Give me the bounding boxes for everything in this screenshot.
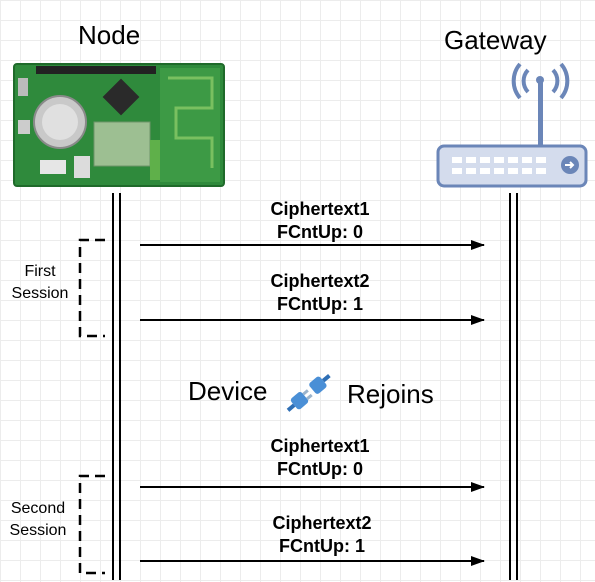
- message-1-fcnt: FCntUp: 0: [277, 222, 363, 242]
- plug-connector-icon: [286, 374, 331, 412]
- message-label-3: Ciphertext1 FCntUp: 0: [220, 435, 420, 481]
- second-session-bracket: [78, 474, 105, 575]
- second-session-label-line1: Second: [10, 500, 66, 517]
- message-label-4: Ciphertext2 FCntUp: 1: [222, 512, 422, 558]
- message-3-fcnt: FCntUp: 0: [277, 459, 363, 479]
- event-device-text: Device: [188, 376, 268, 406]
- message-4-ciphertext: Ciphertext2: [272, 513, 372, 533]
- event-rejoins-text: Rejoins: [347, 379, 434, 409]
- gateway-title: Gateway: [444, 25, 547, 55]
- message-1-ciphertext: Ciphertext1: [270, 199, 370, 219]
- message-label-1: Ciphertext1 FCntUp: 0: [220, 198, 420, 244]
- message-3-ciphertext: Ciphertext1: [270, 436, 370, 456]
- first-session-label-line1: First: [24, 263, 56, 280]
- node-title: Node: [78, 20, 141, 50]
- second-session-label-line2: Session: [9, 522, 67, 539]
- gateway-lifeline: [509, 193, 518, 580]
- node-board-icon: [13, 63, 225, 187]
- gateway-router-icon: [436, 62, 588, 188]
- first-session-label: First Session: [0, 261, 80, 305]
- message-2-fcnt: FCntUp: 1: [277, 294, 363, 314]
- message-label-2: Ciphertext2 FCntUp: 1: [220, 270, 420, 316]
- message-2-ciphertext: Ciphertext2: [270, 271, 370, 291]
- first-session-label-line2: Session: [11, 285, 69, 302]
- message-4-fcnt: FCntUp: 1: [279, 536, 365, 556]
- second-session-label: Second Session: [0, 498, 78, 542]
- first-session-bracket: [78, 238, 105, 338]
- node-lifeline: [112, 193, 121, 580]
